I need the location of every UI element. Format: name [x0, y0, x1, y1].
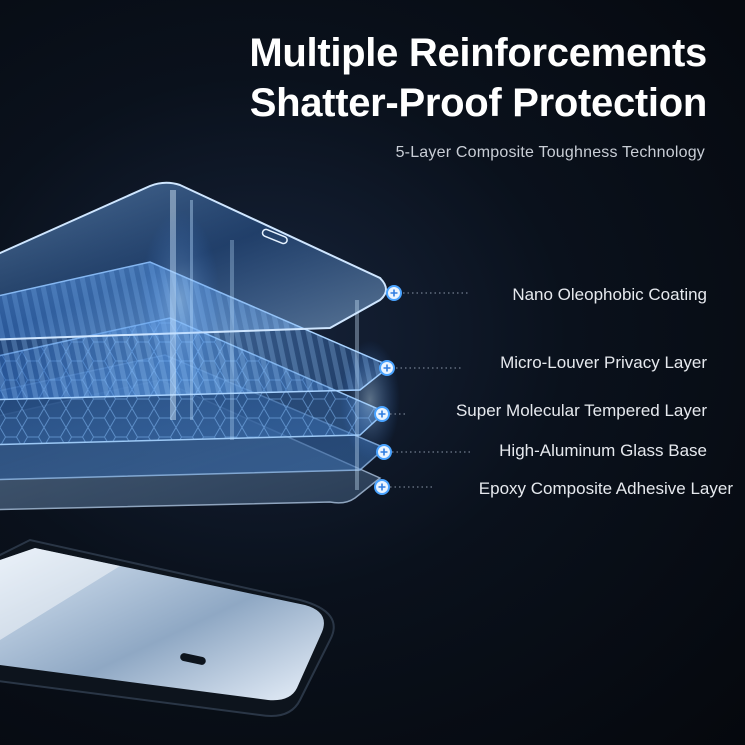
plus-circle-icon [374, 406, 390, 422]
layer-label-tempered: Super Molecular Tempered Layer [455, 401, 707, 420]
plus-circle-icon [374, 479, 390, 495]
title-line-1: Multiple Reinforcements [249, 31, 707, 75]
phone [0, 538, 335, 717]
plus-circle-icon [386, 285, 402, 301]
layer-label-epoxy-adhesive: Epoxy Composite Adhesive Layer [478, 479, 733, 498]
plus-circle-icon [379, 360, 395, 376]
layer-label-glass-base: High-Aluminum Glass Base [499, 441, 707, 460]
leader-lines [390, 292, 472, 488]
plus-circle-icon [376, 444, 392, 460]
layer-label-micro-louver: Micro-Louver Privacy Layer [500, 353, 707, 372]
subtitle: 5-Layer Composite Toughness Technology [395, 144, 705, 161]
title-line-2: Shatter-Proof Protection [249, 81, 708, 125]
layer-label-nano-oleophobic: Nano Oleophobic Coating [512, 285, 707, 304]
page-title: Multiple Reinforcements Shatter-Proof Pr… [249, 28, 707, 128]
